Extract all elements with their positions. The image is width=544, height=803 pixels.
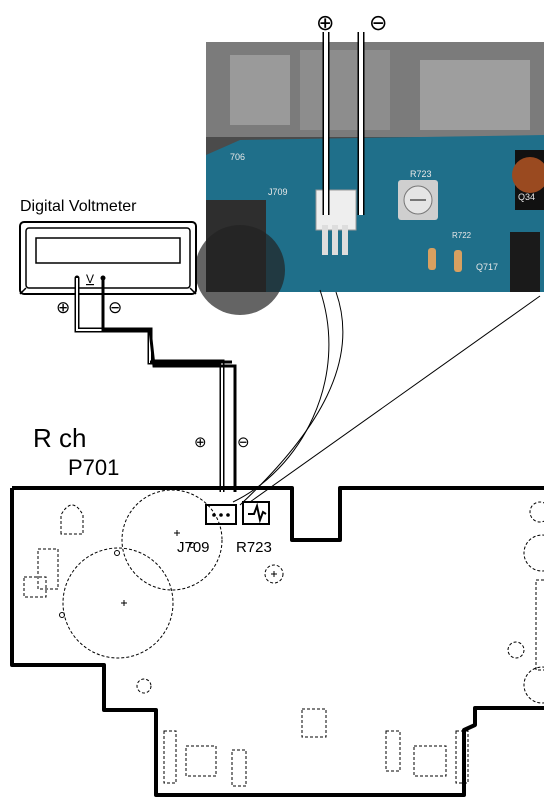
meter-plus-symbol: ⊕ [56, 298, 70, 317]
board-photo: 706 J709 R723 Q717 R722 Q34 [195, 42, 544, 315]
cable-plus-symbol: ⊕ [194, 434, 207, 451]
photo-label-706: 706 [230, 152, 245, 162]
meter-minus-symbol: ⊖ [108, 298, 122, 317]
board-label: P701 [68, 455, 119, 480]
cable-minus-symbol: ⊖ [237, 434, 250, 451]
connector-j709 [205, 504, 237, 525]
photo-label-r723: R723 [410, 169, 432, 179]
channel-label: R ch [33, 423, 86, 453]
photo-label-q717: Q717 [476, 262, 498, 272]
voltmeter [19, 221, 197, 295]
meter-cable [74, 278, 237, 492]
photo-label-r722: R722 [452, 231, 472, 240]
probe-minus-symbol: ⊖ [369, 10, 387, 35]
pcb-outline [10, 486, 544, 797]
probe-plus-symbol: ⊕ [316, 10, 334, 35]
voltmeter-unit: V [86, 272, 94, 286]
pcb-components [23, 489, 544, 787]
callout-lines [232, 289, 541, 506]
voltmeter-title: Digital Voltmeter [20, 198, 137, 215]
resistor-label: R723 [236, 539, 272, 556]
pcb-marks [59, 530, 277, 618]
photo-label-q34: Q34 [518, 192, 535, 202]
photo-label-j709: J709 [268, 187, 288, 197]
probe-leads [322, 32, 365, 215]
trimmer-r723 [242, 501, 270, 525]
